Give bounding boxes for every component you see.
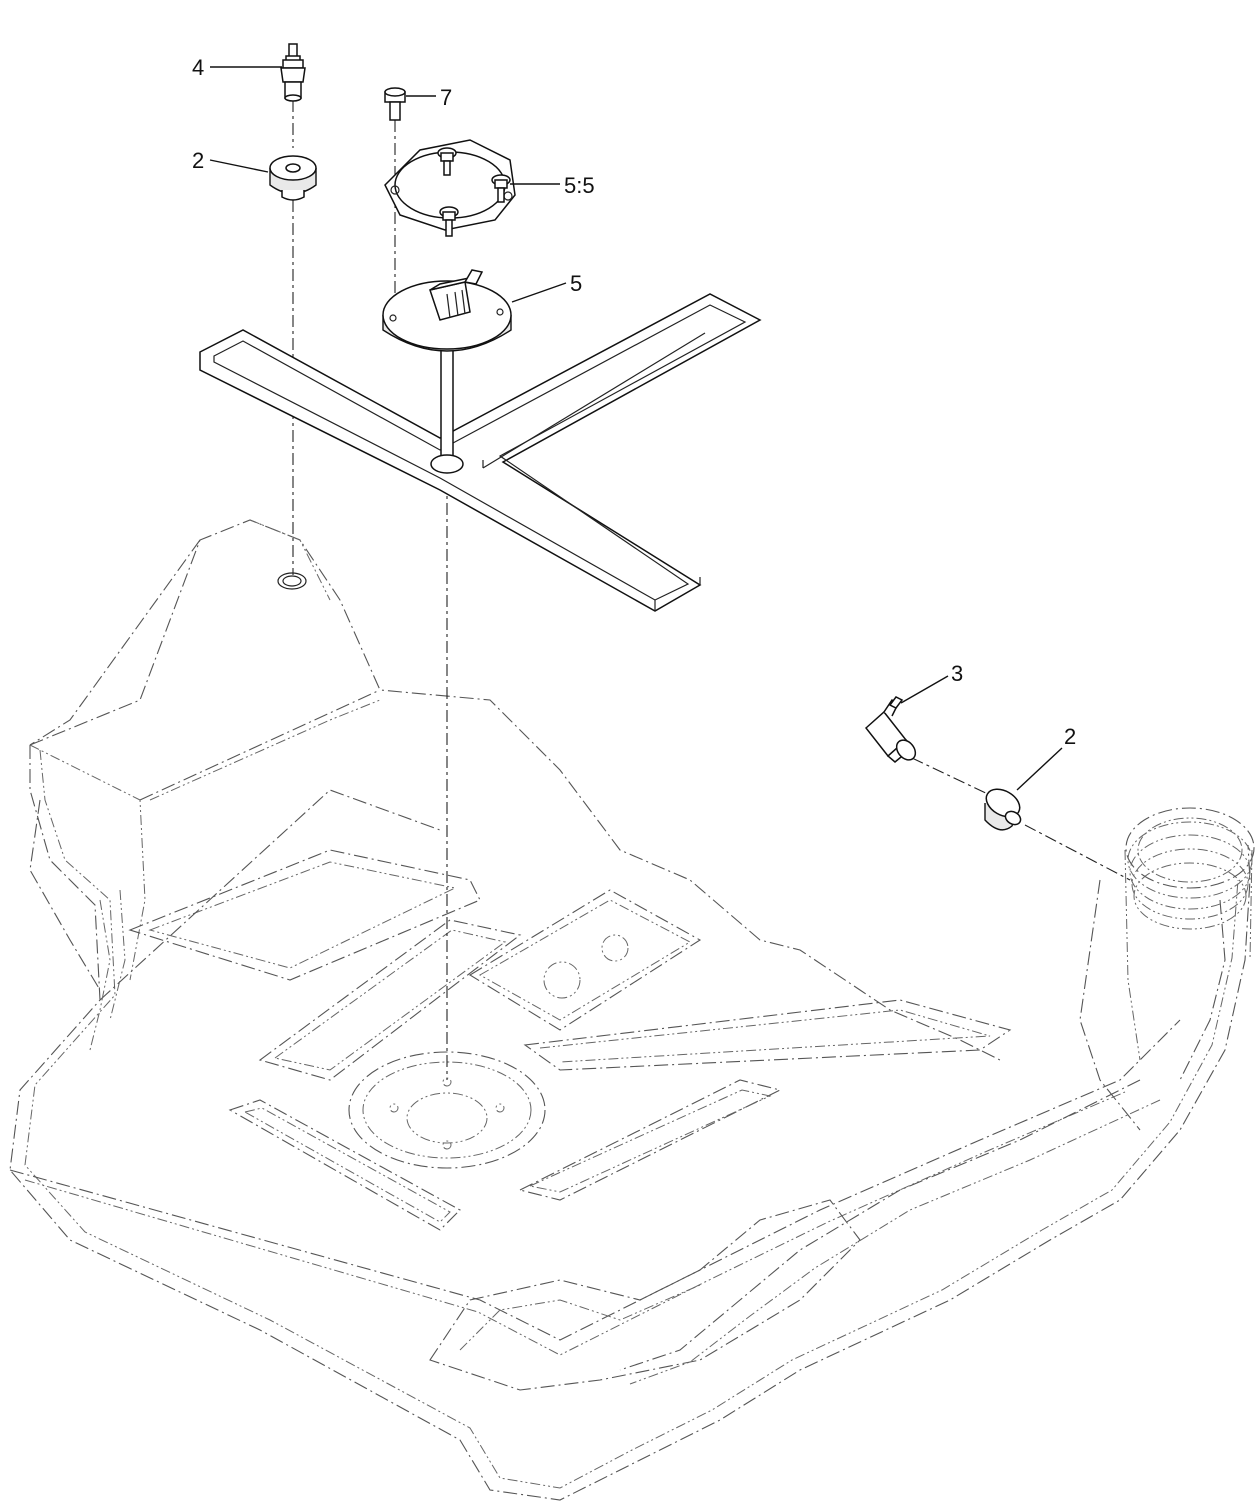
callout-2-right: 2 (1016, 724, 1076, 791)
part-5-fuel-sender (382, 269, 512, 474)
stud-right (491, 174, 511, 203)
assembly-centerlines (292, 100, 1131, 1080)
callout-4: 4 (192, 55, 282, 80)
callout-5: 5 (511, 271, 582, 303)
callout-3-label: 3 (951, 661, 963, 686)
part-2-grommet-right (984, 788, 1022, 831)
part-2-grommet-top (269, 155, 317, 201)
callout-5-label: 5 (570, 271, 582, 296)
part-3-elbow-fitting (864, 696, 917, 763)
callout-5-5: 5:5 (510, 173, 595, 198)
part-4-fitting (280, 43, 306, 102)
callout-7: 7 (406, 85, 452, 110)
callout-7-label: 7 (440, 85, 452, 110)
callout-2-right-label: 2 (1064, 724, 1076, 749)
callout-2-top-label: 2 (192, 148, 204, 173)
t-shaped-pad (199, 293, 762, 612)
callout-3: 3 (900, 661, 963, 704)
callout-2-top: 2 (192, 148, 269, 173)
fuel-tank-outline (9, 519, 1255, 1501)
part-5-5-retaining-ring (384, 139, 516, 237)
stud-top (437, 147, 457, 176)
callout-5-5-label: 5:5 (564, 173, 595, 198)
part-7-bolt (384, 87, 406, 121)
callout-4-label: 4 (192, 55, 204, 80)
stud-bottom (439, 206, 459, 237)
